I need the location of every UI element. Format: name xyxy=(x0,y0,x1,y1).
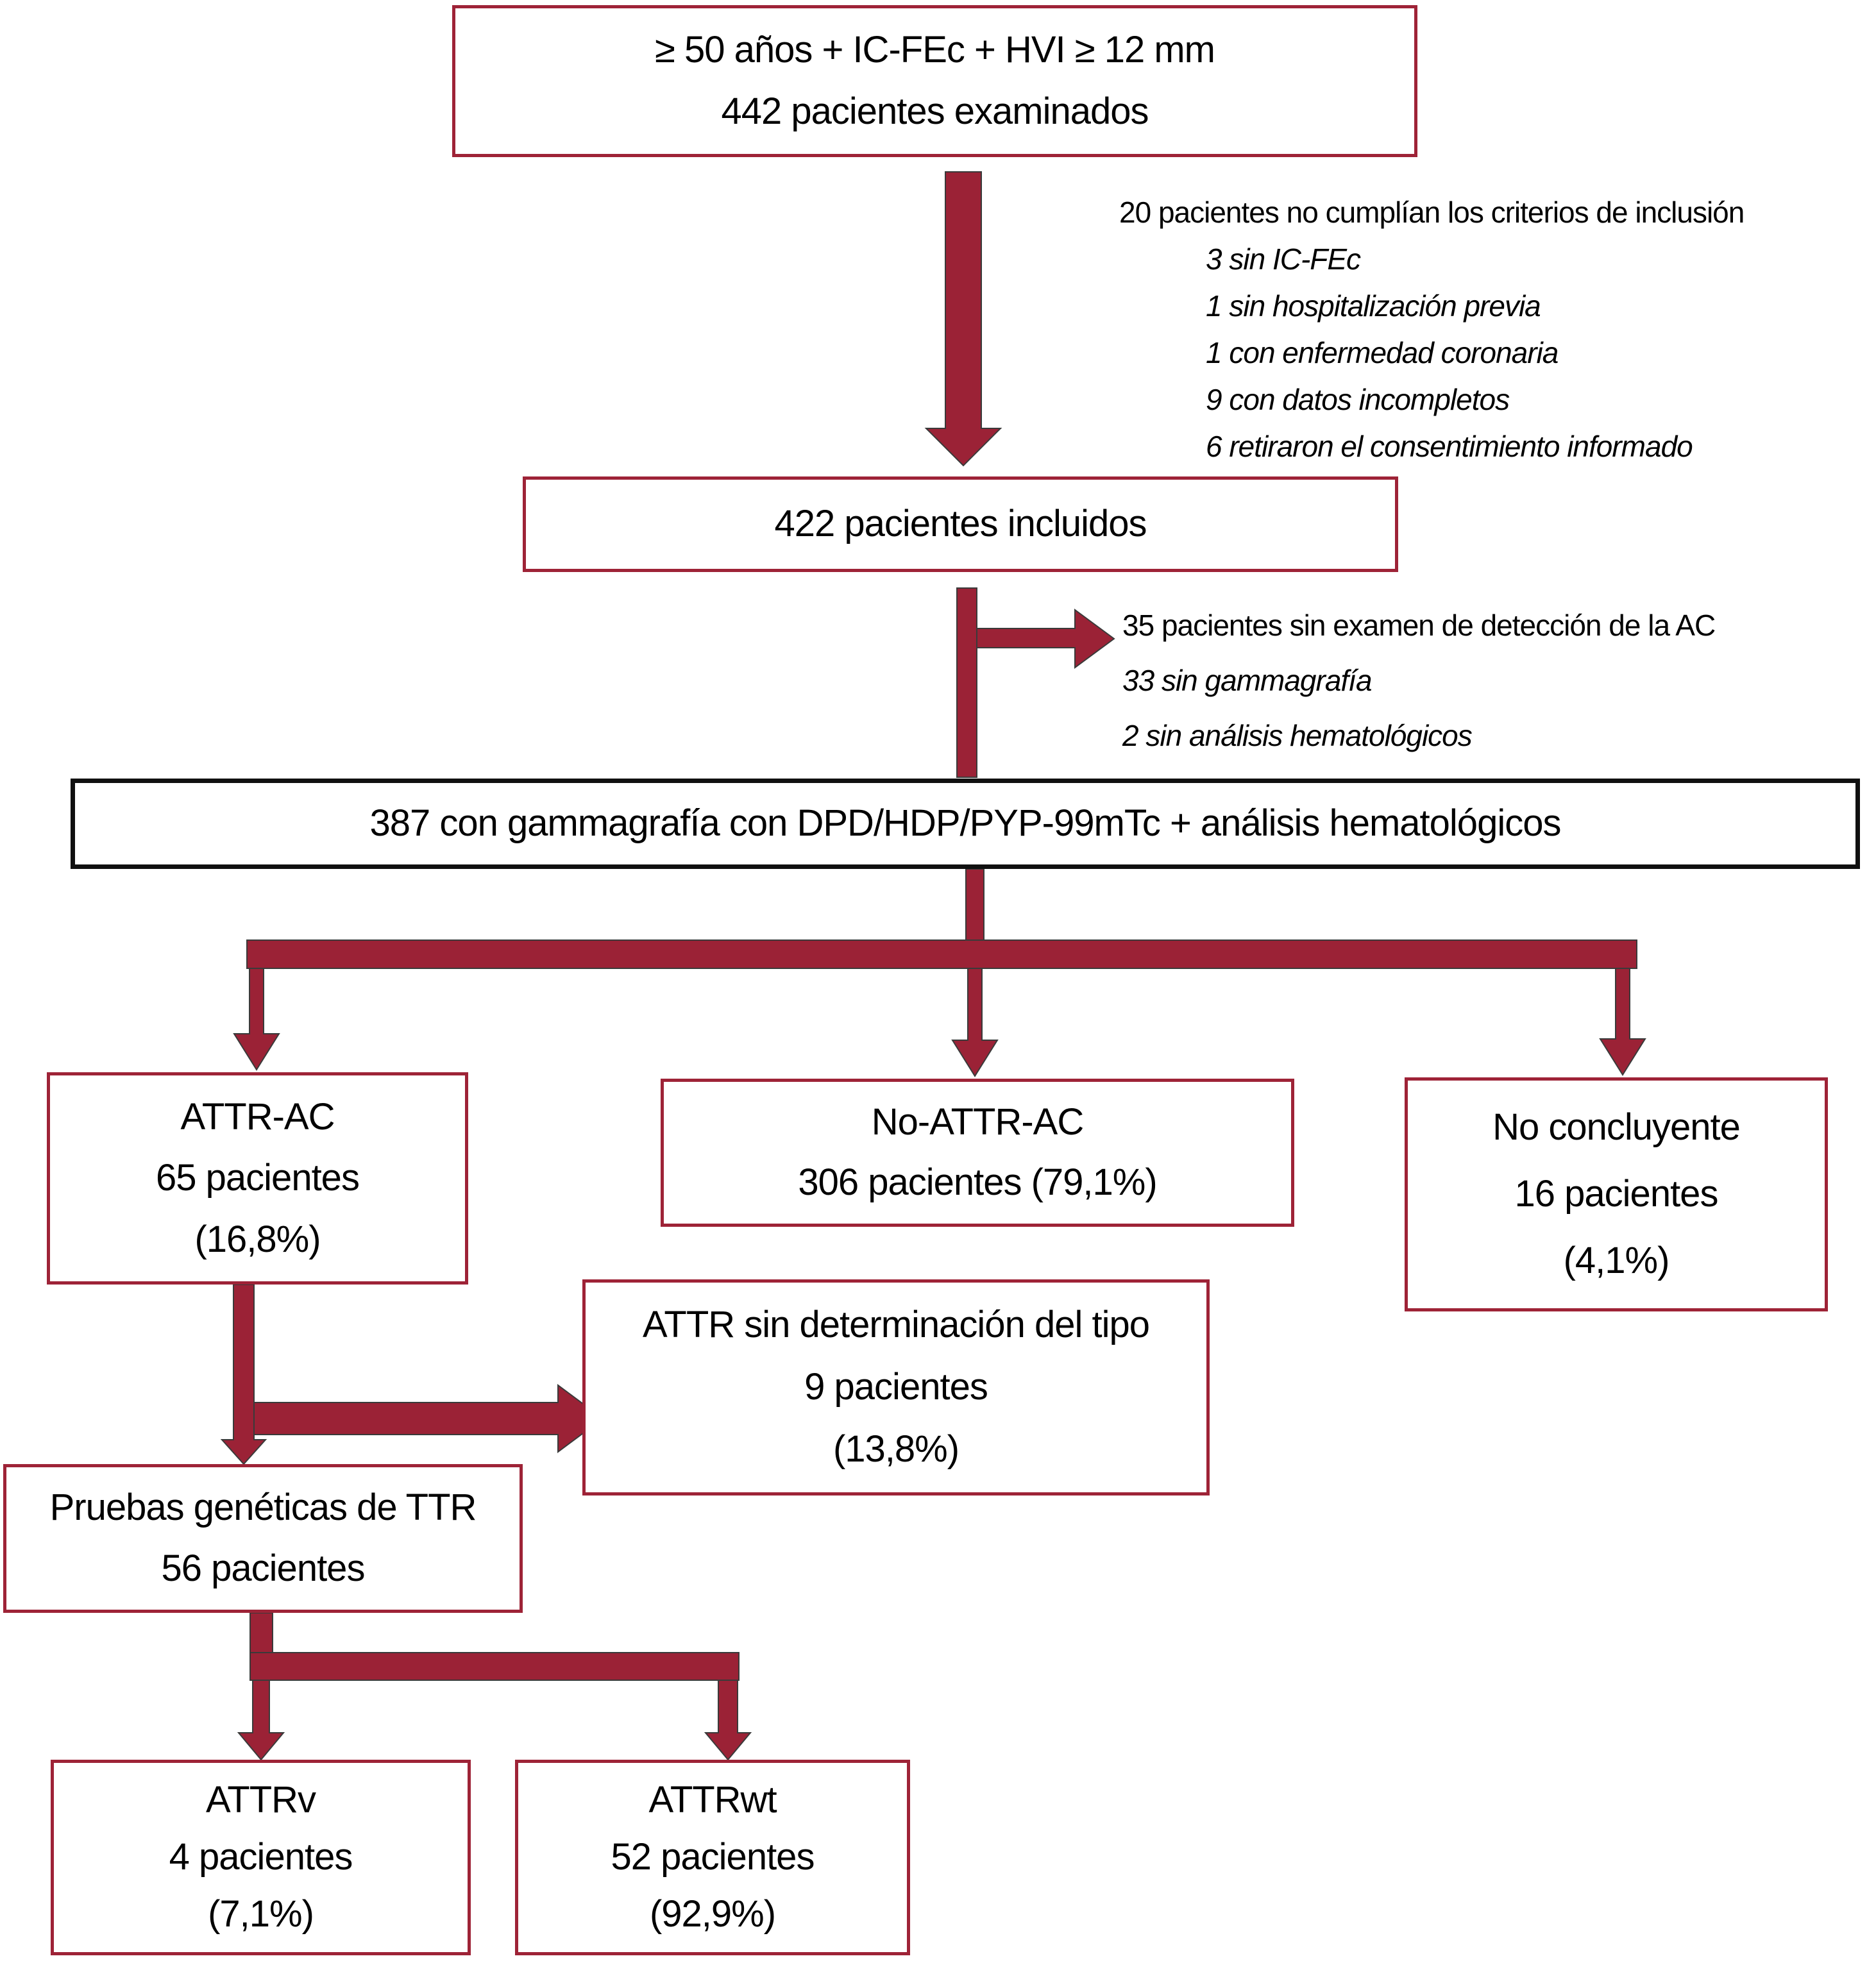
no-attr-ac-title: No-ATTR-AC xyxy=(871,1101,1084,1143)
screened-criteria: ≥ 50 años + IC-FEc + HVI ≥ 12 mm xyxy=(655,29,1215,71)
attr-ac-title: ATTR-AC xyxy=(180,1095,335,1138)
arrow-screened-to-included xyxy=(924,171,1002,467)
arrow-to-inconclusive xyxy=(1599,968,1646,1076)
split-bar-primary xyxy=(246,939,1637,969)
excluded-item: 3 sin IC-FEc xyxy=(1206,242,1361,276)
attrv-percent: (7,1%) xyxy=(208,1893,314,1935)
arrow-to-attrv xyxy=(237,1680,285,1761)
attr-untyped-percent: (13,8%) xyxy=(832,1428,959,1470)
attr-ac-count: 65 pacientes xyxy=(156,1157,360,1199)
box-attrwt: ATTRwt 52 pacientes (92,9%) xyxy=(515,1760,910,1955)
included-count: 422 pacientes incluidos xyxy=(774,503,1147,545)
box-attr-untyped: ATTR sin determinación del tipo 9 pacien… xyxy=(582,1279,1210,1495)
no-screening-item: 33 sin gammagrafía xyxy=(1122,664,1373,697)
box-included: 422 pacientes incluidos xyxy=(523,476,1398,572)
attr-ac-percent: (16,8%) xyxy=(194,1218,321,1260)
box-ttr-genetic-testing: Pruebas genéticas de TTR 56 pacientes xyxy=(3,1464,523,1613)
excluded-item: 6 retiraron el consentimiento informado xyxy=(1206,430,1693,463)
attrwt-count: 52 pacientes xyxy=(611,1836,815,1878)
connector-genetic-to-split xyxy=(249,1612,273,1653)
box-inconclusive: No concluyente 16 pacientes (4,1%) xyxy=(1405,1077,1828,1311)
attrv-count: 4 pacientes xyxy=(169,1836,353,1878)
arrow-to-attr-ac xyxy=(233,968,280,1071)
box-scintigraphy-labs: 387 con gammagrafía con DPD/HDP/PYP-99mT… xyxy=(71,779,1860,869)
no-screening-item: 2 sin análisis hematológicos xyxy=(1122,719,1473,752)
inconclusive-count: 16 pacientes xyxy=(1514,1173,1719,1215)
attr-untyped-title: ATTR sin determinación del tipo xyxy=(643,1304,1150,1346)
excluded-header: 20 pacientes no cumplían los criterios d… xyxy=(1119,196,1745,229)
inconclusive-title: No concluyente xyxy=(1492,1106,1741,1149)
no-attr-ac-count: 306 pacientes (79,1%) xyxy=(798,1161,1157,1204)
arrow-to-no-attr-ac xyxy=(951,968,999,1077)
box-attrv: ATTRv 4 pacientes (7,1%) xyxy=(51,1760,471,1955)
excluded-item: 1 sin hospitalización previa xyxy=(1206,289,1541,323)
box-screened: ≥ 50 años + IC-FEc + HVI ≥ 12 mm 442 pac… xyxy=(452,5,1417,157)
inconclusive-percent: (4,1%) xyxy=(1563,1240,1670,1282)
arrow-attr-ac-to-genetic-testing xyxy=(220,1284,267,1465)
connector-included-to-scintigraphy xyxy=(956,587,977,778)
no-screening-header: 35 pacientes sin examen de detección de … xyxy=(1122,609,1716,642)
excluded-item: 9 con datos incompletos xyxy=(1206,383,1510,416)
arrow-to-attrwt xyxy=(704,1680,752,1761)
annotation-excluded: 20 pacientes no cumplían los criterios d… xyxy=(1119,189,1745,470)
split-bar-secondary xyxy=(249,1652,739,1681)
annotation-no-screening: 35 pacientes sin examen de detección de … xyxy=(1122,598,1716,763)
arrow-attr-ac-to-untyped xyxy=(253,1384,604,1453)
attr-untyped-count: 9 pacientes xyxy=(804,1366,988,1408)
attrv-title: ATTRv xyxy=(205,1779,316,1821)
genetic-testing-count: 56 pacientes xyxy=(161,1547,366,1589)
arrow-no-screening-branch xyxy=(976,609,1115,669)
genetic-testing-title: Pruebas genéticas de TTR xyxy=(49,1487,477,1529)
attrwt-title: ATTRwt xyxy=(648,1779,777,1821)
box-no-attr-ac: No-ATTR-AC 306 pacientes (79,1%) xyxy=(661,1079,1294,1227)
scintigraphy-label: 387 con gammagrafía con DPD/HDP/PYP-99mT… xyxy=(369,802,1562,845)
attrwt-percent: (92,9%) xyxy=(649,1893,776,1935)
screened-count: 442 pacientes examinados xyxy=(721,90,1149,133)
excluded-item: 1 con enfermedad coronaria xyxy=(1206,336,1559,369)
box-attr-ac: ATTR-AC 65 pacientes (16,8%) xyxy=(47,1072,468,1285)
connector-scintigraphy-to-split xyxy=(965,868,984,941)
